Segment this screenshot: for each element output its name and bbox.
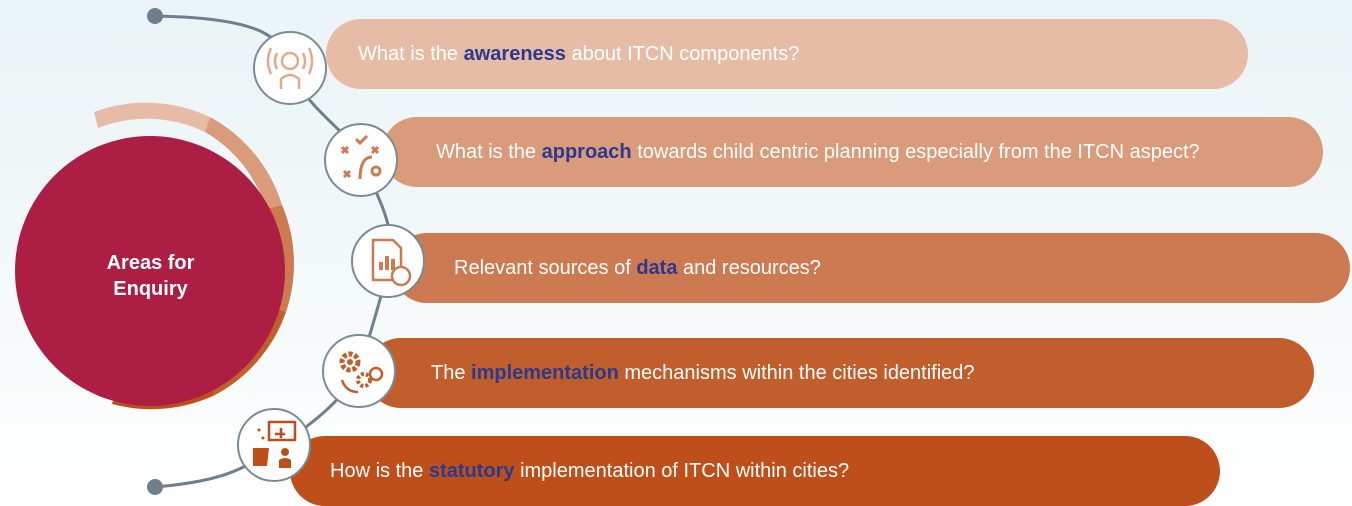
keyword: awareness xyxy=(463,42,566,65)
enquiry-text: How is the statutory implementation of I… xyxy=(330,459,850,482)
enquiry-text: What is the awareness about ITCN compone… xyxy=(358,42,800,65)
keyword: approach xyxy=(541,140,632,163)
data-report-icon xyxy=(351,224,425,298)
center-circle xyxy=(15,136,285,406)
enquiry-bar-awareness: What is the awareness about ITCN compone… xyxy=(326,19,1248,89)
ring-segment-2 xyxy=(205,117,282,209)
enquiry-bar-data: Relevant sources of data and resources? xyxy=(392,233,1350,303)
strategy-path-icon xyxy=(324,123,398,197)
enquiry-text: The implementation mechanisms within the… xyxy=(431,361,975,384)
connector-end-dot xyxy=(147,479,163,495)
center-label-line-1: Areas for xyxy=(106,252,195,274)
statutory-document-icon xyxy=(237,408,311,482)
enquiry-bar-implementation: The implementation mechanisms within the… xyxy=(366,338,1314,408)
enquiry-text: Relevant sources of data and resources? xyxy=(454,256,821,279)
gears-implementation-icon xyxy=(322,334,396,408)
center-label-line-2: Enquiry xyxy=(113,278,188,300)
enquiry-text: What is the approach towards child centr… xyxy=(436,140,1200,163)
keyword: statutory xyxy=(428,459,515,482)
enquiry-bar-statutory: How is the statutory implementation of I… xyxy=(290,436,1220,506)
keyword: implementation xyxy=(471,361,619,384)
enquiry-bar-approach: What is the approach towards child centr… xyxy=(382,117,1323,187)
ring-segment-1 xyxy=(94,102,210,132)
keyword: data xyxy=(636,256,678,279)
connector-start-dot xyxy=(147,8,163,24)
awareness-broadcast-icon xyxy=(253,31,327,105)
center-label: Areas for Enquiry xyxy=(98,250,203,302)
